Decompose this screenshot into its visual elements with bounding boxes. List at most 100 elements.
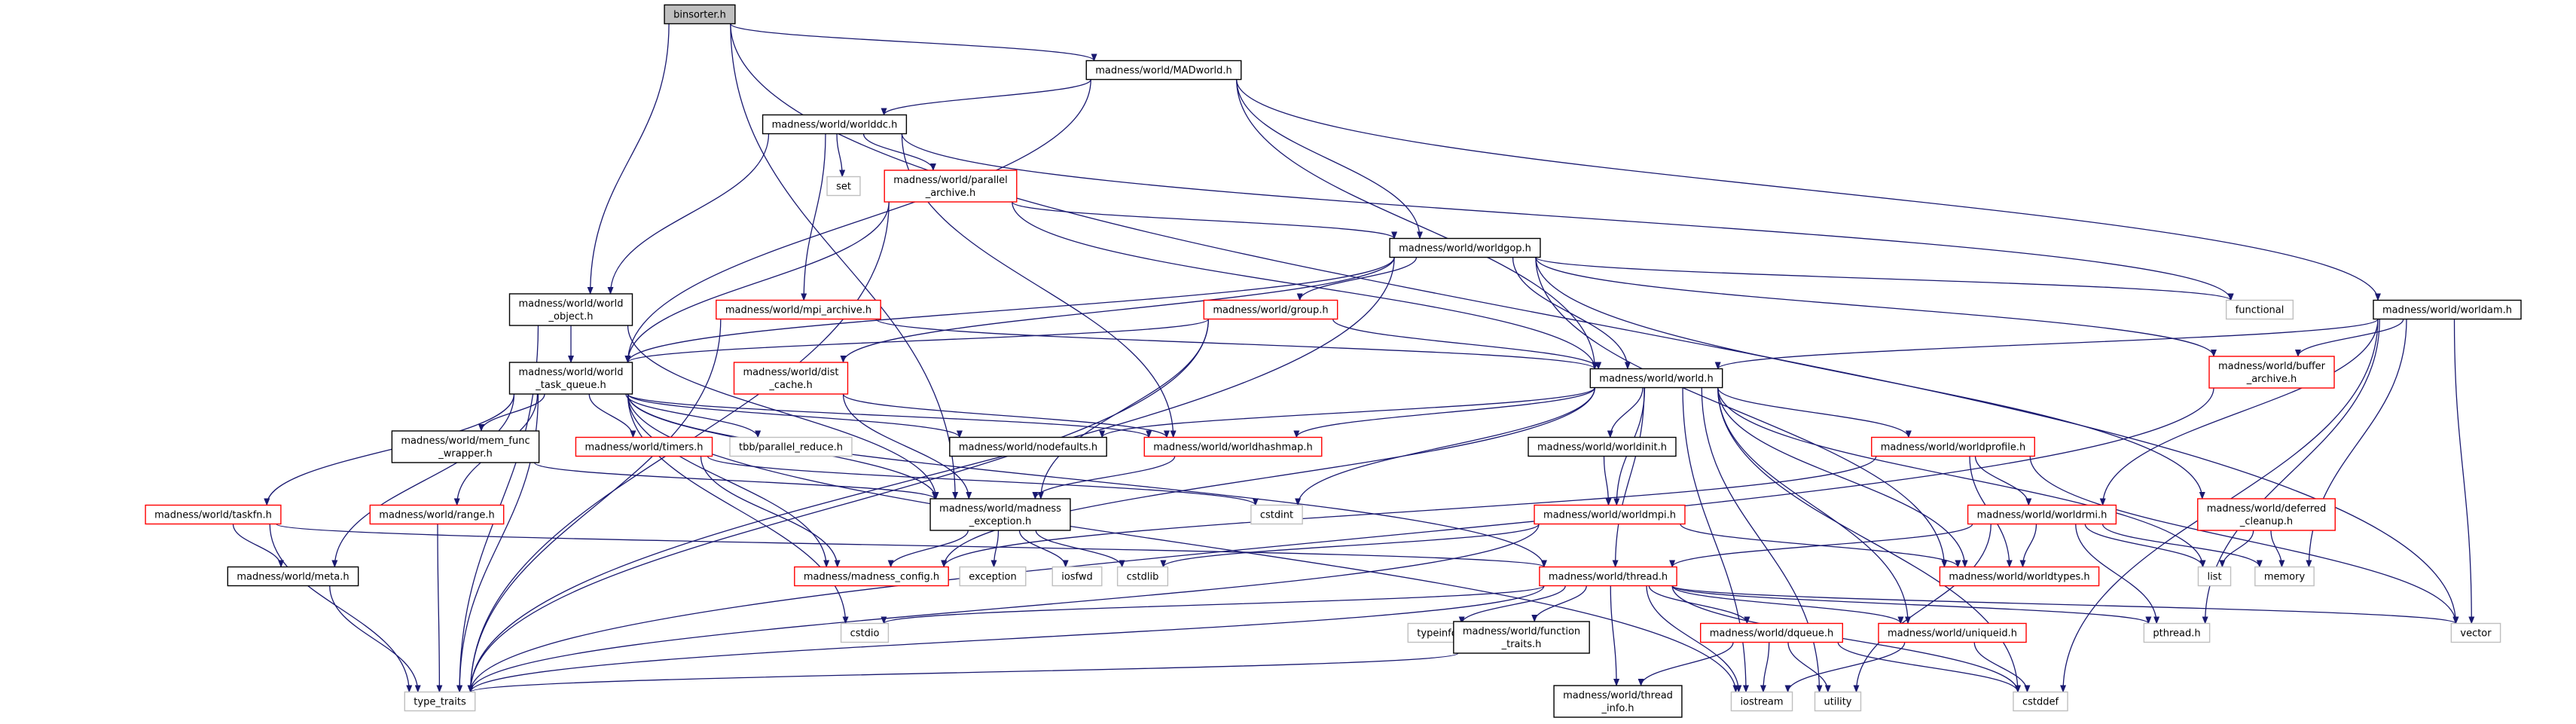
node-cstdint: cstdint (1250, 504, 1303, 525)
node-binsorter[interactable]: binsorter.h (664, 4, 736, 25)
edge-world-to-worldinit (1607, 387, 1644, 438)
node-box (1453, 621, 1590, 654)
node-label: madness/world/function (1463, 626, 1580, 637)
node-dist-cache[interactable]: madness/world/dist_cache.h (733, 362, 849, 395)
edge-madness-exception-to-exception (990, 530, 1000, 568)
edge-parallel-archive-to-world-task-queue (624, 201, 890, 363)
node-world-object[interactable]: madness/world/world_object.h (508, 293, 633, 326)
node-worldgop[interactable]: madness/world/worldgop.h (1389, 237, 1541, 258)
node-buffer-archive[interactable]: madness/world/buffer_archive.h (2208, 356, 2335, 389)
node-label: _object.h (548, 311, 594, 322)
edge-world-task-queue-to-mem-func-wrapper (478, 393, 545, 432)
node-label: type_traits (414, 697, 466, 708)
node-box (227, 566, 359, 587)
node-worldhashmap[interactable]: madness/world/worldhashmap.h (1143, 436, 1323, 457)
node-label: iosfwd (1061, 572, 1093, 583)
node-label: _task_queue.h (535, 380, 606, 391)
edge-worldhashmap-to-madness-exception (1032, 456, 1176, 499)
node-madness-config[interactable]: madness/madness_config.h (794, 566, 949, 587)
node-madworld[interactable]: madness/world/MADworld.h (1085, 60, 1242, 81)
node-label: madness/world/nodefaults.h (959, 442, 1097, 454)
node-label: madness/madness_config.h (804, 572, 939, 583)
edge-worlddc-to-mpi-archive (801, 133, 826, 301)
node-box (1814, 691, 1862, 712)
node-label: madness/world/worldhashmap.h (1153, 442, 1313, 454)
node-group[interactable]: madness/world/group.h (1203, 299, 1338, 320)
node-label: binsorter.h (673, 10, 726, 21)
edge-thread-to-dqueue (1648, 585, 1750, 625)
edge-mem-func-wrapper-to-madness-exception (533, 462, 938, 499)
node-worlddc[interactable]: madness/world/worlddc.h (762, 114, 908, 135)
edge-dqueue-to-utility (1787, 642, 1831, 693)
node-worldtypes[interactable]: madness/world/worldtypes.h (1939, 566, 2100, 587)
edge-buffer-archive-to-type-traits (467, 387, 2214, 693)
edge-world-task-queue-to-worldhashmap (627, 393, 1152, 438)
node-box (1730, 691, 1793, 712)
edge-thread-to-uniqueid (1671, 585, 1904, 625)
node-box (404, 691, 476, 712)
node-dqueue[interactable]: madness/world/dqueue.h (1700, 622, 1843, 643)
edge-world-to-list (1717, 387, 2206, 568)
edge-binsorter-to-madness-exception (730, 23, 959, 499)
edge-timers-to-madness-config (700, 456, 841, 568)
node-box (1871, 436, 2035, 457)
edge-taskfn-to-thread (276, 523, 1547, 568)
edge-dist-cache-to-worldhashmap (842, 393, 1170, 438)
node-box (1389, 237, 1541, 258)
node-mpi-archive[interactable]: madness/world/mpi_archive.h (716, 299, 881, 320)
node-label: madness/world/mpi_archive.h (725, 305, 871, 316)
edge-worldgop-to-world (1512, 257, 1631, 370)
node-box (2208, 356, 2335, 389)
node-label: madness/world/meta.h (237, 572, 349, 583)
node-set: set (826, 176, 861, 197)
node-label: madness/world/thread (1563, 690, 1673, 701)
node-madness-exception[interactable]: madness/world/madness_exception.h (929, 498, 1071, 531)
node-label: madness/world/worldgop.h (1399, 243, 1531, 255)
edge-madness-exception-to-iosfwd (1018, 530, 1069, 568)
node-box (1116, 566, 1169, 587)
node-thread[interactable]: madness/world/thread.h (1539, 566, 1677, 587)
node-box (1203, 299, 1338, 320)
edge-worldam-to-world (1714, 318, 2379, 370)
node-box (1700, 622, 1843, 643)
node-mem-func-wrapper[interactable]: madness/world/mem_func_wrapper.h (391, 430, 540, 463)
node-world[interactable]: madness/world/world.h (1589, 368, 1723, 389)
node-world-task-queue[interactable]: madness/world/world_task_queue.h (508, 362, 633, 395)
node-box (2373, 299, 2522, 320)
node-box (840, 622, 890, 643)
node-uniqueid[interactable]: madness/world/uniqueid.h (1878, 622, 2027, 643)
node-box (664, 4, 736, 25)
edge-madworld-to-worlddc (881, 79, 1091, 116)
node-box (733, 362, 849, 395)
node-label: madness/world/parallel (893, 175, 1008, 186)
edge-binsorter-to-world-object (587, 23, 670, 295)
edge-mpi-archive-to-type-traits (467, 319, 722, 693)
node-meta[interactable]: madness/world/meta.h (227, 566, 359, 587)
node-deferred-cleanup[interactable]: madness/world/deferred_cleanup.h (2197, 498, 2336, 531)
node-worldinit[interactable]: madness/world/worldinit.h (1528, 436, 1677, 457)
node-nodefaults[interactable]: madness/world/nodefaults.h (949, 436, 1107, 457)
node-function-traits[interactable]: madness/world/function_traits.h (1453, 621, 1590, 654)
edge-thread-to-cstddef (1671, 585, 2021, 693)
node-box (1967, 504, 2117, 525)
node-box (1939, 566, 2100, 587)
edge-worldam-to-vector (2453, 319, 2475, 625)
node-parallel-archive[interactable]: madness/world/parallel_archive.h (884, 170, 1018, 203)
node-worldrmi[interactable]: madness/world/worldrmi.h (1967, 504, 2117, 525)
edge-worldrmi-to-worldtypes (2019, 524, 2037, 568)
edge-binsorter-to-madworld (730, 23, 1097, 62)
node-worldprofile[interactable]: madness/world/worldprofile.h (1871, 436, 2035, 457)
edge-madworld-to-world (1236, 79, 1598, 370)
node-range[interactable]: madness/world/range.h (369, 504, 505, 525)
edge-world-to-cstddef (1717, 387, 2021, 693)
edge-world-to-cstdint (1295, 387, 1595, 506)
node-timers[interactable]: madness/world/timers.h (575, 436, 713, 457)
edge-thread-to-type-traits (467, 585, 1545, 693)
node-label: madness/world/madness (939, 503, 1061, 515)
node-thread-info[interactable]: madness/world/thread_info.h (1553, 685, 1683, 718)
node-worldmpi[interactable]: madness/world/worldmpi.h (1534, 504, 1686, 525)
edge-worldgop-to-group (1296, 257, 1418, 301)
node-worldam[interactable]: madness/world/worldam.h (2373, 299, 2522, 320)
node-label: list (2207, 572, 2221, 583)
node-taskfn[interactable]: madness/world/taskfn.h (145, 504, 282, 525)
